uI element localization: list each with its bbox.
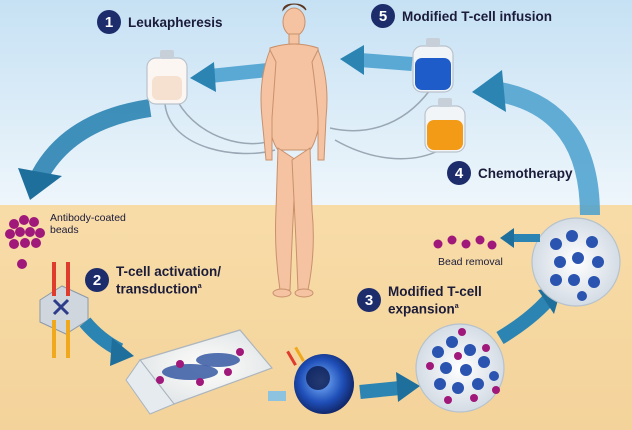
arrow-infusion-to-body	[359, 53, 413, 71]
step-1-badge: 1	[97, 10, 121, 34]
arrow-body-to-bag-head	[190, 62, 216, 92]
beads-label: Antibody-coated beads	[50, 212, 126, 236]
step-3-footnote: a	[454, 303, 459, 310]
step-2-text-line1: T-cell activation/	[116, 264, 222, 279]
step-3-label: 3 Modified T-cell expansiona	[357, 284, 482, 317]
step-3-text-line1: Modified T-cell	[388, 284, 482, 299]
arrow-expansion-to-final	[496, 295, 554, 345]
arrow-cell-to-expansion	[359, 381, 401, 399]
arrow-expansion-to-infusion	[497, 82, 600, 216]
removed-beads	[433, 235, 497, 250]
arrow-activation-to-flask-head	[110, 338, 134, 366]
arrow-body-to-bag	[209, 63, 269, 83]
step-3-text: Modified T-cell expansiona	[388, 284, 482, 317]
leukapheresis-bag	[146, 50, 188, 105]
step-2-text-line2: transduction	[116, 281, 198, 297]
expansion-dish	[415, 323, 505, 413]
culture-flask	[125, 329, 274, 415]
step-3-badge: 3	[357, 288, 381, 313]
arrow-cell-to-expansion-head	[396, 372, 420, 402]
beads-label-line1: Antibody-coated	[50, 212, 126, 224]
transduced-t-cell	[286, 346, 354, 414]
tube-chemo	[334, 139, 441, 160]
step-2-footnote: a	[197, 283, 202, 290]
arrow-bag-to-beads	[32, 99, 152, 180]
chemotherapy-bag	[424, 98, 466, 153]
step-2-text: T-cell activation/ transductiona	[116, 264, 221, 297]
step-2-label: 2 T-cell activation/ transductiona	[85, 264, 221, 297]
activation-complex	[39, 262, 89, 358]
modified-cell-dish	[531, 217, 621, 307]
tube-leukapheresis-2	[164, 103, 276, 155]
arrow-expansion-to-infusion-head	[472, 70, 506, 112]
step-2-badge: 2	[85, 268, 109, 293]
tube-infusion	[329, 89, 431, 132]
patient-figure	[260, 3, 328, 298]
beads-label-line2: beads	[50, 224, 79, 236]
step-4-badge: 4	[447, 161, 471, 185]
bead-cluster	[5, 215, 45, 269]
step-5-badge: 5	[371, 4, 395, 28]
arrow-bead-removal-head	[500, 228, 514, 248]
step-5-label: 5 Modified T-cell infusion	[371, 4, 552, 28]
step-4-text: Chemotherapy	[478, 165, 573, 181]
bead-removal-text: Bead removal	[438, 256, 503, 268]
step-4-label: 4 Chemotherapy	[447, 161, 573, 185]
step-1-text: Leukapheresis	[128, 14, 223, 30]
arrow-bag-to-beads-head	[18, 168, 62, 200]
bead-removal-label: Bead removal	[438, 256, 503, 268]
step-3-text-line2: expansion	[388, 301, 455, 317]
infusion-bag	[412, 38, 454, 93]
arrow-infusion-to-body-head	[340, 45, 364, 75]
step-5-text: Modified T-cell infusion	[402, 8, 552, 24]
step-1-label: 1 Leukapheresis	[97, 10, 223, 34]
